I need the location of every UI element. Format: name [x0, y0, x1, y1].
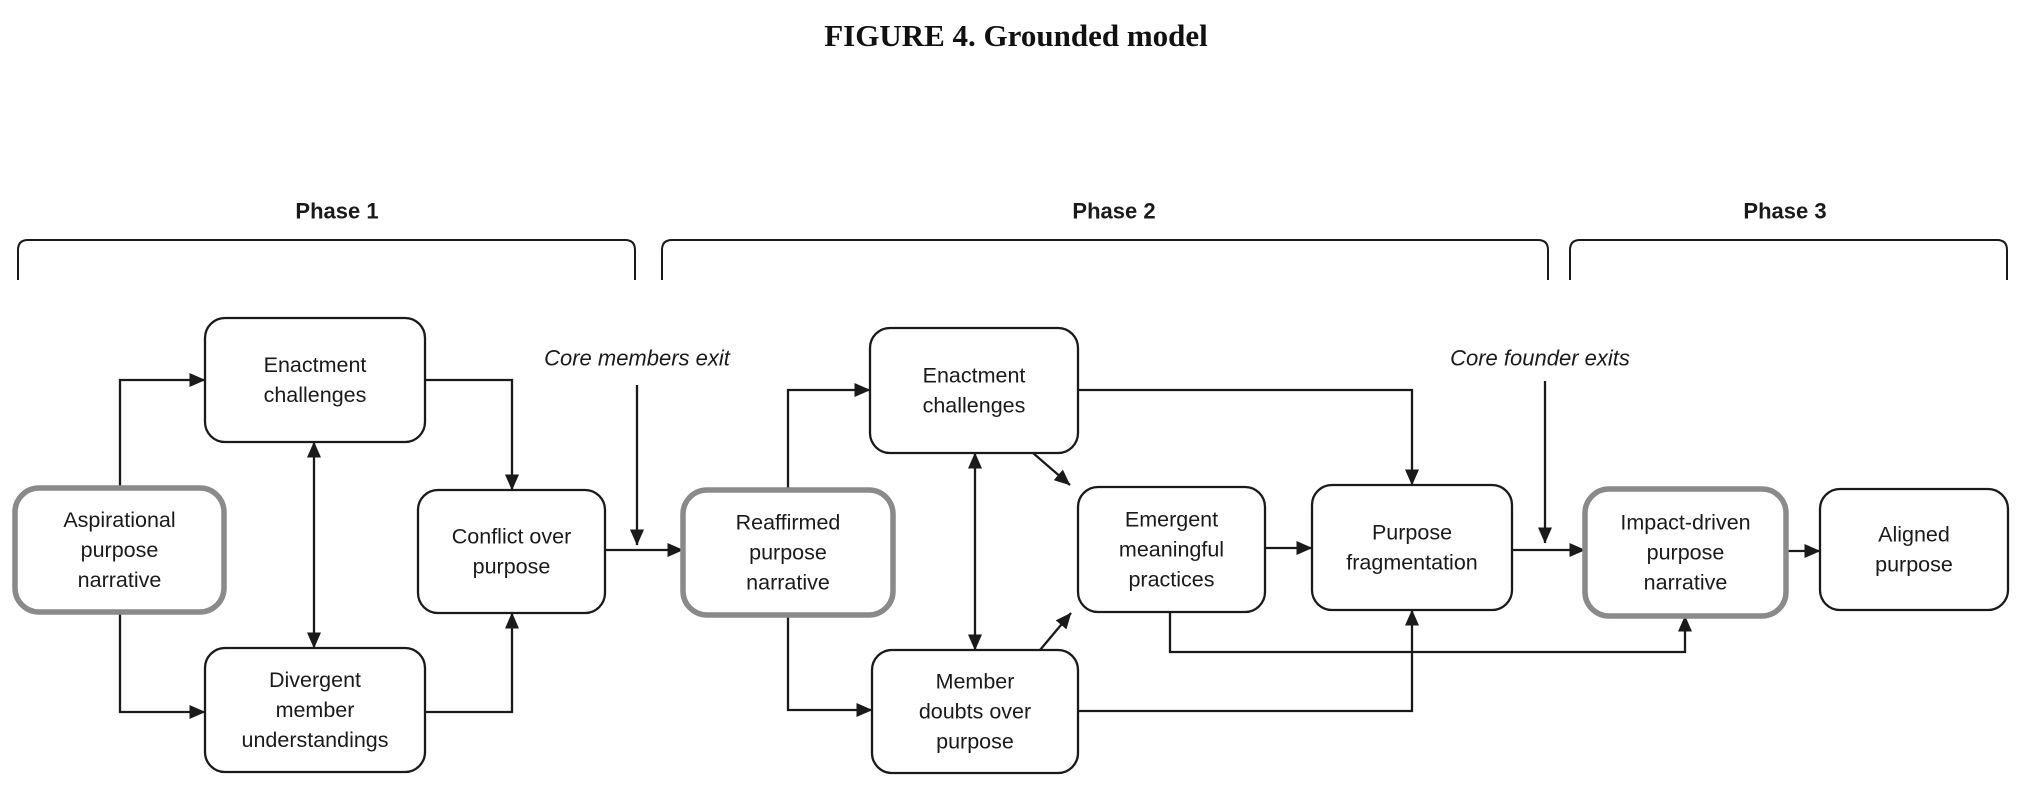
annotation-core-members-exit: Core members exit [544, 346, 731, 546]
phase-3-bracket [1569, 239, 2008, 280]
phase-2-label: Phase 2 [1072, 199, 1155, 224]
node-impact-driven-purpose-narrative-box [1582, 486, 1789, 619]
node-purpose-fragmentation-box [1310, 483, 1514, 612]
phase-2-bracket [661, 239, 1549, 280]
figure-title: FIGURE 4. Grounded model [824, 18, 1208, 53]
node-conflict-over-purpose-box [416, 488, 607, 615]
annotation-core-members-exit-label: Core members exit [544, 346, 731, 371]
phase-1: Phase 1 [17, 199, 636, 280]
node-enactment-challenges-1-box [203, 316, 427, 444]
node-divergent-member-understandings-box [203, 646, 427, 774]
annotation-core-founder-exits-label: Core founder exits [1450, 346, 1630, 371]
edge-enactment1-to-conflict [425, 378, 519, 491]
edge-aspirational-to-enactment1 [118, 373, 206, 488]
phase-1-bracket [17, 239, 636, 280]
edge-memberdoubts-to-emergent [1034, 612, 1072, 657]
edge-enactment2-to-purposefrag-top [1078, 388, 1419, 486]
edge-reaffirmed-to-memberdoubts [786, 615, 873, 717]
node-aspirational-purpose-narrative-box [12, 485, 227, 615]
phase-3: Phase 3 [1569, 199, 2008, 280]
edge-memberdoubts-to-purposefrag [1078, 609, 1419, 713]
edge-emergent-to-impactdriven [1168, 612, 1692, 654]
edge-reaffirmed-to-enactment2 [786, 383, 871, 490]
phase-2: Phase 2 [661, 199, 1549, 280]
edge-divergent-to-conflict [425, 612, 519, 714]
node-emergent-meaningful-practices-box [1076, 485, 1267, 614]
edge-enactment2-to-emergent [1032, 452, 1071, 486]
phase-3-label: Phase 3 [1743, 199, 1826, 224]
annotation-core-founder-exits: Core founder exits [1450, 346, 1630, 544]
node-enactment-challenges-2-box [868, 326, 1080, 455]
node-member-doubts-over-purpose-box [870, 648, 1080, 775]
node-reaffirmed-purpose-narrative-box [680, 487, 896, 618]
edge-aspirational-to-divergent [118, 612, 206, 719]
phase-1-label: Phase 1 [295, 199, 378, 224]
node-aligned-purpose-box [1818, 487, 2010, 612]
